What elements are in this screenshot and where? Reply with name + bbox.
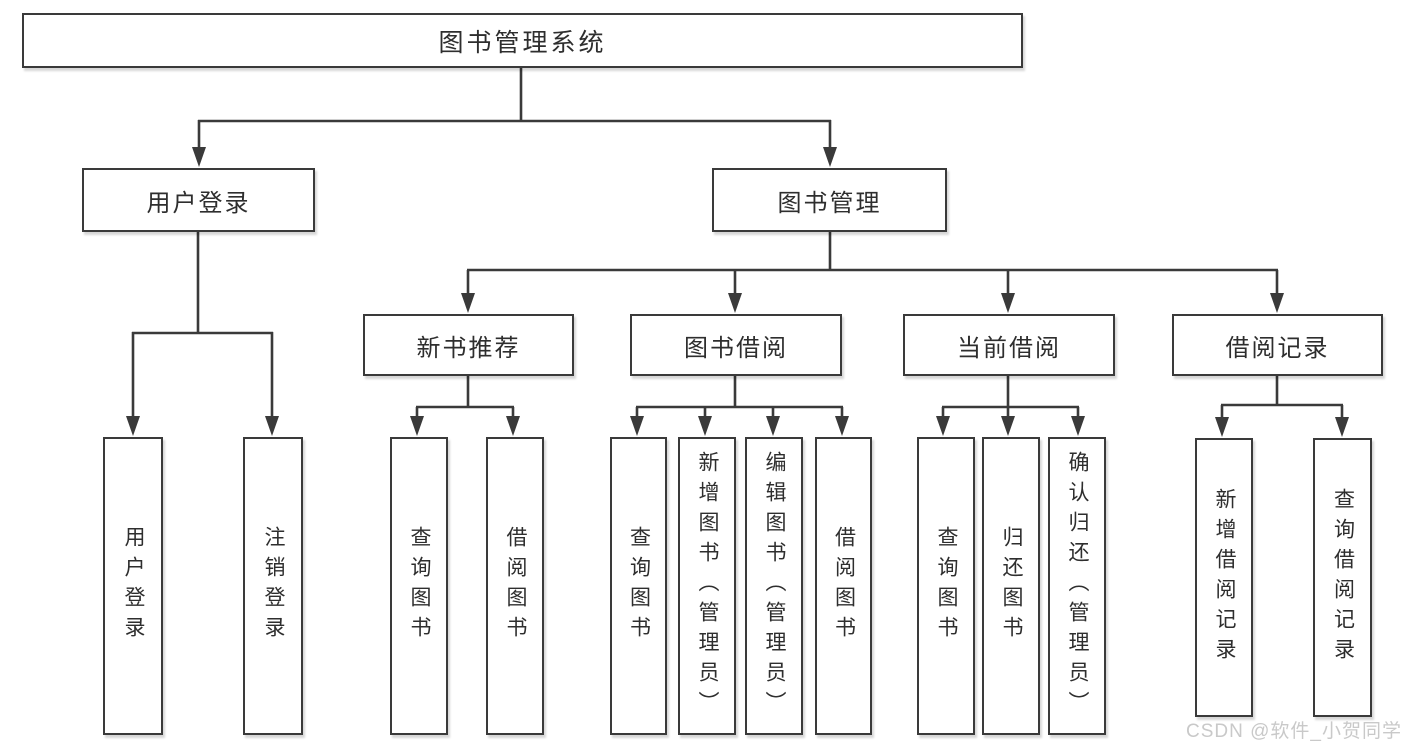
node-label: 查询图书 [408, 526, 431, 646]
node-label: 新增图书（管理员） [696, 451, 719, 721]
node-label: 查询图书 [627, 526, 651, 646]
node-leaf-borrow-book-recommend: 借阅图书 [486, 437, 544, 735]
node-label: 编辑图书（管理员） [763, 451, 786, 721]
node-root: 图书管理系统 [22, 13, 1023, 68]
node-leaf-edit-book-admin: 编辑图书（管理员） [745, 437, 803, 735]
node-book-management: 图书管理 [712, 168, 947, 232]
node-leaf-logout: 注销登录 [243, 437, 303, 735]
node-leaf-query-book-recommend: 查询图书 [390, 437, 448, 735]
node-label: 借阅图书 [504, 526, 527, 646]
node-label: 注销登录 [262, 526, 285, 646]
node-leaf-return-book: 归还图书 [982, 437, 1040, 735]
node-label: 图书管理 [777, 189, 882, 217]
node-label: 用户登录 [122, 526, 145, 646]
node-label: 归还图书 [1000, 526, 1023, 646]
node-label: 查询图书 [935, 526, 958, 646]
node-label: 新增借阅记录 [1213, 487, 1236, 668]
node-new-book-recommend: 新书推荐 [363, 314, 574, 376]
node-leaf-borrow-book: 借阅图书 [815, 437, 872, 735]
node-label: 图书借阅 [684, 334, 788, 362]
node-book-borrow: 图书借阅 [630, 314, 842, 376]
node-label: 查询借阅记录 [1331, 487, 1355, 668]
node-label: 确认归还（管理员） [1066, 451, 1089, 721]
node-label: 用户登录 [146, 189, 251, 217]
node-label: 借阅记录 [1225, 334, 1330, 362]
watermark: CSDN @软件_小贺同学 [1186, 721, 1402, 742]
node-label: 图书管理系统 [438, 28, 607, 57]
node-leaf-user-login: 用户登录 [103, 437, 163, 735]
node-leaf-confirm-return-admin: 确认归还（管理员） [1048, 437, 1106, 735]
node-user-login: 用户登录 [82, 168, 315, 232]
node-label: 借阅图书 [832, 526, 856, 646]
node-borrow-records: 借阅记录 [1172, 314, 1383, 376]
node-label: 新书推荐 [416, 334, 521, 362]
node-leaf-add-book-admin: 新增图书（管理员） [678, 437, 736, 735]
node-leaf-query-book: 查询图书 [610, 437, 667, 735]
node-leaf-add-borrow-record: 新增借阅记录 [1195, 438, 1253, 717]
node-leaf-query-book-current: 查询图书 [917, 437, 975, 735]
node-label: 当前借阅 [957, 334, 1061, 362]
node-leaf-query-borrow-record: 查询借阅记录 [1313, 438, 1372, 717]
node-current-borrow: 当前借阅 [903, 314, 1115, 376]
